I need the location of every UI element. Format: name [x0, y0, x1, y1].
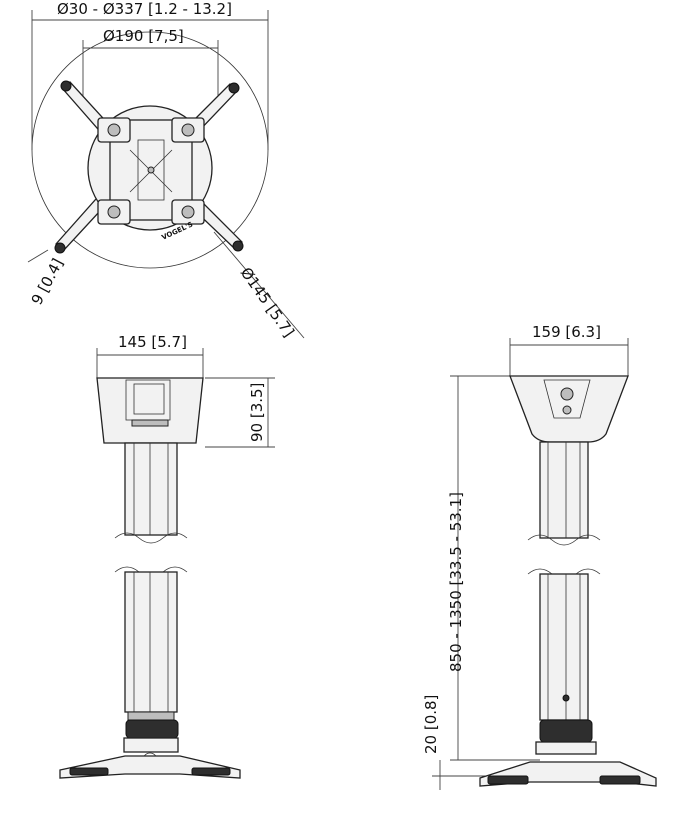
dim-side-width: 159 [6.3] [532, 323, 601, 341]
dim-front-width: 145 [5.7] [118, 333, 187, 351]
dim-side-base: 20 [0.8] [422, 695, 440, 754]
dim-front-height: 90 [3.5] [248, 383, 266, 442]
top-view: Ø30 - Ø337 [1.2 - 13.2] Ø190 [7,5] [28, 0, 305, 340]
dim-side-length: 850 - 1350 [33.5 - 53.1] [447, 492, 465, 672]
dim-top-diag: Ø145 [5.7] [237, 264, 298, 340]
front-knob [125, 719, 179, 739]
side-knob [539, 719, 593, 743]
front-head [96, 377, 204, 444]
dim-top-circle: Ø30 - Ø337 [1.2 - 13.2] [57, 0, 232, 18]
side-view: 159 [6.3] 850 - 1350 [33.5 - 53.1] 20 [0… [422, 323, 657, 790]
front-view: 145 [5.7] 90 [3.5] [59, 333, 275, 779]
dim-top-inner: Ø190 [7,5] [103, 27, 184, 45]
dim-top-hole: 9 [0.4] [28, 255, 67, 307]
